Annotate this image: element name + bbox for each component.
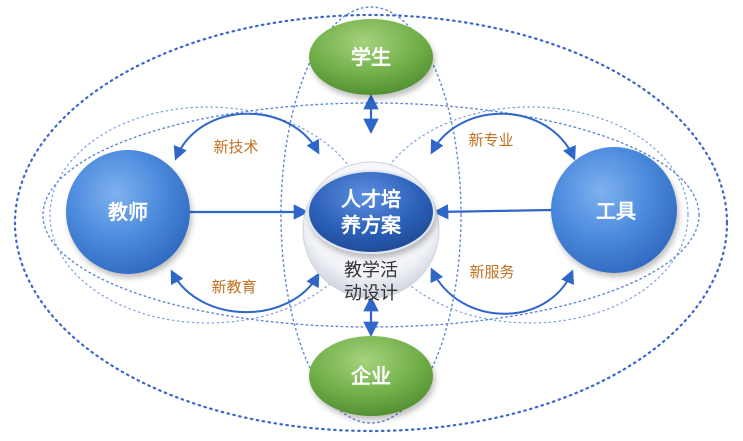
curve-new-education — [170, 269, 320, 314]
curve-new-major — [430, 112, 576, 161]
enterprise-node[interactable] — [309, 336, 433, 416]
tools-to-center-arrow — [432, 204, 553, 220]
outer-ellipse — [13, 13, 729, 433]
vertical-ellipse — [280, 6, 462, 424]
talent-plan-line2: 养方案 — [340, 213, 402, 237]
tools-node[interactable] — [551, 147, 677, 273]
label-new-tech: 新技术 — [213, 138, 258, 156]
student-node[interactable] — [309, 19, 433, 95]
teacher-node[interactable] — [66, 150, 190, 274]
tools-label: 工具 — [596, 199, 636, 223]
talent-plan-node[interactable] — [307, 170, 435, 254]
student-label: 学生 — [351, 45, 391, 69]
activity-design-line1: 教学活 — [344, 260, 398, 281]
enterprise-label: 企业 — [350, 364, 391, 388]
teacher-label: 教师 — [108, 200, 148, 224]
curve-new-service — [430, 267, 575, 315]
curve-new-tech — [173, 112, 320, 161]
label-new-service: 新服务 — [469, 263, 514, 281]
label-new-education: 新教育 — [211, 278, 256, 296]
activity-design-line2: 动设计 — [344, 283, 398, 304]
talent-plan-line1: 人才培 — [341, 187, 401, 211]
label-new-major: 新专业 — [468, 131, 513, 149]
